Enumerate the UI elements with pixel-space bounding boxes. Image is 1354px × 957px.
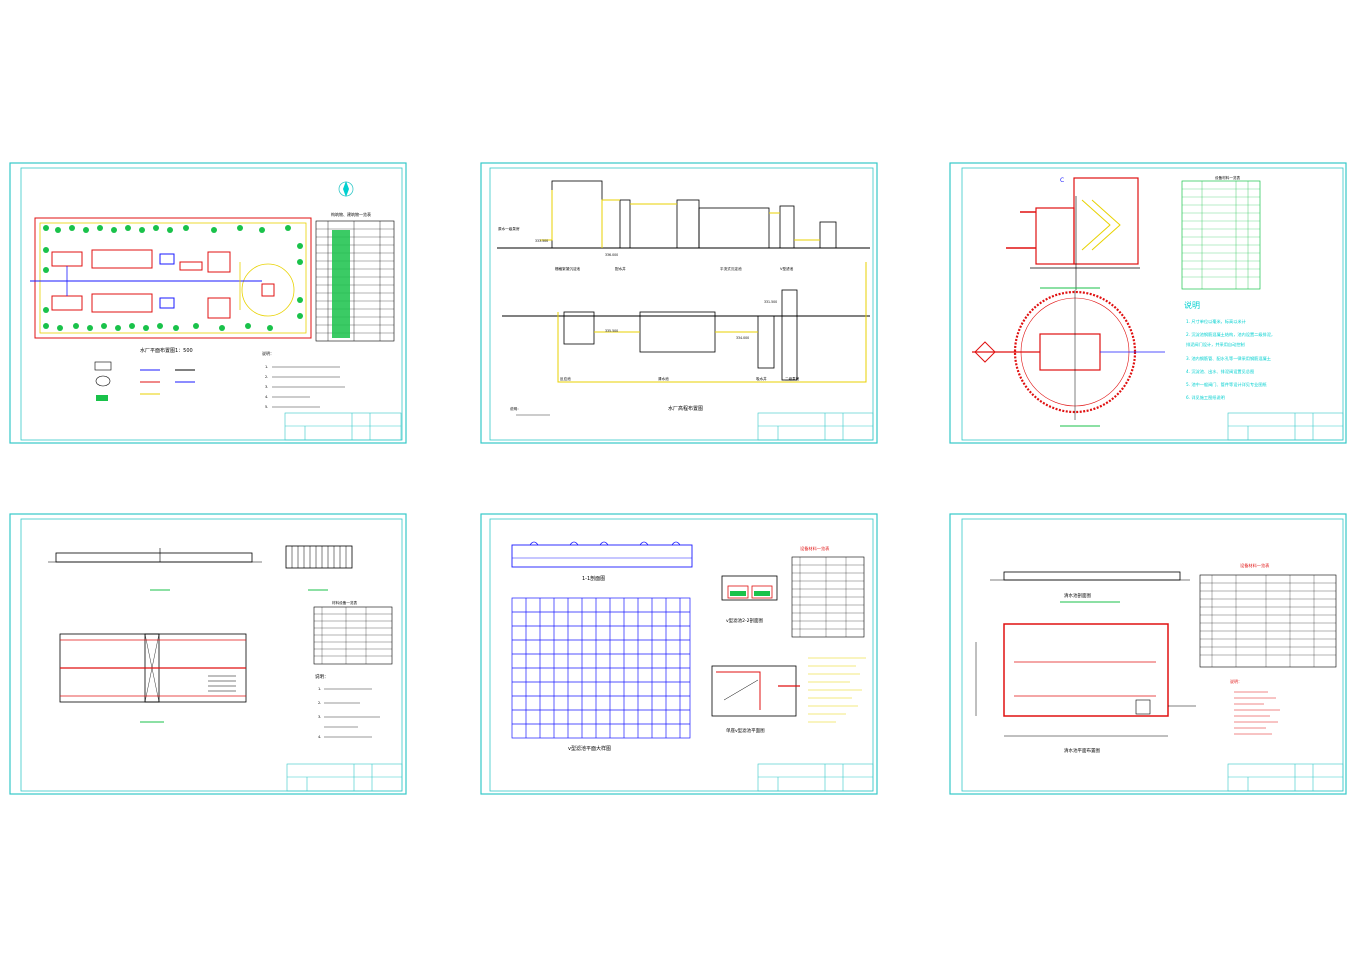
sheet-elevation: 原水一级泵房 栅格絮凝沉淀池 配水井 平流式沉淀池 V型滤池 反应池 清水池 吸… bbox=[480, 162, 878, 444]
site-notes-title: 说明： bbox=[262, 350, 274, 356]
v-filter-table: 设备材料一览表 bbox=[791, 545, 865, 638]
elev-label-raw-pump: 原水一级泵房 bbox=[498, 226, 520, 231]
site-process-units bbox=[30, 249, 295, 319]
elev-mark-5: 331.500 bbox=[764, 300, 777, 304]
svg-text:1.: 1. bbox=[318, 687, 321, 691]
site-legend bbox=[94, 361, 195, 401]
filter-long-table: 材料设备一览表 bbox=[313, 600, 393, 665]
site-title-block bbox=[284, 412, 402, 441]
svg-text:6. 详见施工图纸说明: 6. 详见施工图纸说明 bbox=[1186, 394, 1225, 401]
elev-title-block bbox=[757, 412, 874, 441]
filter-long-title-block bbox=[286, 763, 403, 792]
sheet-sedimentation: C 设备材料一览表 bbox=[949, 162, 1347, 444]
elev-label-suction: 吸水井 bbox=[756, 376, 767, 381]
svg-text:1. 尺寸单位以毫米，标高以米计: 1. 尺寸单位以毫米，标高以米计 bbox=[1186, 318, 1246, 325]
clear-plan-title: 清水池平面布置图 bbox=[1064, 747, 1100, 754]
svg-text:4. 沉淀池、出水、排泥阀设置见总图: 4. 沉淀池、出水、排泥阀设置见总图 bbox=[1186, 368, 1254, 375]
v-plan-big-title: v型滤池平面大样图 bbox=[568, 745, 611, 752]
trees-decor bbox=[43, 225, 303, 331]
sedimentation-notes: 说明 1. 尺寸单位以毫米，标高以米计 2. 沉淀池钢筋混凝土结构，池内设置二级… bbox=[1184, 300, 1275, 401]
site-structure-table: 构筑物、建筑物一览表 bbox=[315, 211, 395, 342]
elev-mark-2: 336.000 bbox=[605, 253, 618, 257]
elev-label-second-pump: 二级泵房 bbox=[785, 376, 800, 381]
elev-mark-3: 335.500 bbox=[605, 329, 618, 333]
svg-text:构筑物、建筑物一览表: 构筑物、建筑物一览表 bbox=[331, 211, 371, 217]
site-notes: 1. 2. 3. 4. 5. bbox=[265, 365, 345, 409]
clear-water-table: 设备材料一览表 bbox=[1199, 562, 1337, 668]
svg-text:3. 池内钢筋管、配水孔等一律采用钢筋混凝土: 3. 池内钢筋管、配水孔等一律采用钢筋混凝土 bbox=[1186, 355, 1271, 362]
site-plan-title: 水厂平面布置图1：500 bbox=[140, 347, 193, 354]
svg-text:设备材料一览表: 设备材料一览表 bbox=[1240, 562, 1270, 569]
svg-text:说明：: 说明： bbox=[1230, 678, 1242, 684]
v-section-2-title: v型滤池2-2剖面图 bbox=[726, 617, 764, 624]
svg-text:5.: 5. bbox=[265, 405, 268, 409]
v-filter-notes bbox=[808, 657, 866, 723]
clear-section-title: 清水池剖面图 bbox=[1064, 592, 1091, 599]
filter-long-notes: 说明： 1. 2. 3. 4. bbox=[315, 673, 380, 739]
v-filter-title-block bbox=[757, 763, 874, 792]
sheet-clear-water: 清水池剖面图 清水池平面布置图 设备材料一览表 bbox=[949, 513, 1347, 795]
svg-text:1.: 1. bbox=[265, 365, 268, 369]
north-arrow-icon bbox=[338, 181, 354, 197]
clear-water-notes: 说明： bbox=[1230, 678, 1280, 735]
svg-text:设备材料一览表: 设备材料一览表 bbox=[1215, 175, 1241, 180]
elev-label-grid-floc: 栅格絮凝沉淀池 bbox=[555, 266, 581, 271]
sheet-site-plan: 水厂平面布置图1：500 说明： 1. 2. 3. 4. 5. 构筑物、建筑物一… bbox=[9, 162, 407, 444]
svg-text:设备材料一览表: 设备材料一览表 bbox=[800, 545, 830, 552]
elev-mark-1: 333.500 bbox=[535, 239, 548, 243]
svg-text:4.: 4. bbox=[318, 735, 321, 739]
elevation-title: 水厂高程布置图 bbox=[668, 405, 703, 412]
elev-notes-title: 说明： bbox=[510, 406, 521, 411]
svg-text:2. 沉淀池钢筋混凝土结构，池内设置二级排泥，: 2. 沉淀池钢筋混凝土结构，池内设置二级排泥， bbox=[1186, 331, 1275, 338]
svg-text:3.: 3. bbox=[265, 385, 268, 389]
elev-label-sedimentation: 平流式沉淀池 bbox=[720, 266, 742, 271]
v-plan-single-title: 单座v型滤池平面图 bbox=[726, 727, 765, 734]
sheet-filter-long: 材料设备一览表 说明： 1. 2. 3. 4. bbox=[9, 513, 407, 795]
svg-text:说明: 说明 bbox=[1184, 300, 1200, 310]
svg-text:2.: 2. bbox=[318, 701, 321, 705]
sedimentation-title-block bbox=[1227, 412, 1344, 441]
svg-text:材料设备一览表: 材料设备一览表 bbox=[332, 600, 358, 605]
svg-text:说明：: 说明： bbox=[315, 673, 329, 680]
elev-label-dist-well: 配水井 bbox=[615, 266, 626, 271]
v-section-1-title: 1-1剖面图 bbox=[582, 575, 605, 582]
sheet-v-filter: 1-1剖面图 v型滤池平面大样图 v型滤池2-2剖面图 单座v型滤池 bbox=[480, 513, 878, 795]
sedimentation-table: 设备材料一览表 bbox=[1181, 175, 1261, 290]
svg-text:4.: 4. bbox=[265, 395, 268, 399]
clear-water-title-block bbox=[1227, 763, 1344, 792]
v-filter-grid bbox=[511, 597, 691, 739]
svg-text:2.: 2. bbox=[265, 375, 268, 379]
elev-label-v-filter: V型滤池 bbox=[780, 266, 794, 271]
elev-mark-4: 334.000 bbox=[736, 336, 749, 340]
svg-text:排泥阀门设计，并采用自动控制: 排泥阀门设计，并采用自动控制 bbox=[1186, 341, 1245, 348]
svg-text:5. 池中一般阀门、管件等设计详见专业图纸: 5. 池中一般阀门、管件等设计详见专业图纸 bbox=[1186, 381, 1268, 388]
elev-label-reaction: 反应池 bbox=[560, 376, 571, 381]
elev-label-clear-water: 清水池 bbox=[658, 376, 669, 381]
svg-text:3.: 3. bbox=[318, 715, 321, 719]
section-c-label: C bbox=[1060, 177, 1064, 184]
